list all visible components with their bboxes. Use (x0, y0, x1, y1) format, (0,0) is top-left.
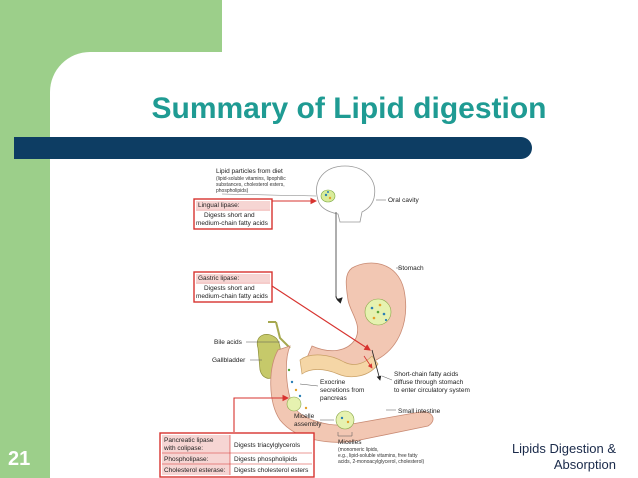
enzyme-row2-action: Digests phospholipids (234, 456, 298, 463)
micelles-line3: acids, 2-monoacylglycerol, cholesterol) (338, 459, 424, 465)
stomach-illustration (305, 262, 407, 370)
micelle-assembly-line2: assembly (294, 421, 322, 428)
short-chain-line3: to enter circulatory system (394, 387, 470, 394)
slide-footer: Lipids Digestion & Absorption (512, 441, 616, 473)
pancreas-illustration (299, 354, 379, 378)
short-chain-line2: diffuse through stomach (394, 379, 464, 386)
exocrine-line1: Exocrine (320, 379, 346, 386)
lipid-particles-line1: (lipid-soluble vitamins, lipophilic (216, 176, 286, 182)
lingual-line1: Digests short and (204, 212, 255, 219)
enzyme-row1-name-line2: with colipase: (163, 445, 203, 452)
gastric-title: Gastric lipase: (198, 275, 239, 282)
lingual-line2: medium-chain fatty acids (196, 220, 269, 227)
slide-card (50, 52, 638, 478)
gastric-arrow (271, 285, 371, 351)
pancreatic-arrow (233, 394, 290, 432)
small-intestine-label: Small intestine (398, 408, 441, 415)
enzyme-row1-action: Digests triacylglycerols (234, 442, 301, 449)
gastric-lipase-box: Gastric lipase: Digests short and medium… (193, 271, 273, 303)
lingual-title: Lingual lipase: (198, 202, 240, 209)
duodenum-lipid-dots (287, 368, 308, 410)
exocrine-line3: pancreas (320, 395, 347, 402)
gastric-line1: Digests short and (204, 285, 255, 292)
micelle-globule (335, 410, 355, 430)
enzyme-row3-name: Cholesterol esterase: (164, 467, 226, 474)
lipid-particles-line3: phospholipids) (216, 188, 249, 194)
gastric-line2: medium-chain fatty acids (196, 293, 269, 300)
micelles-title: Micelles (338, 439, 362, 446)
pancreatic-enzyme-table: Pancreatic lipase with colipase: Digests… (159, 432, 315, 478)
lipid-particles-line2: substances, cholesterol esters, (216, 182, 285, 188)
stomach-label: Stomach (398, 265, 424, 272)
footer-line2: Absorption (553, 457, 616, 472)
enzyme-row3-action: Digests cholesterol esters (234, 467, 309, 474)
micelles-line2: e.g., lipid-soluble vitamins, free fatty (338, 453, 418, 459)
enzyme-row2-name: Phospholipase: (164, 456, 209, 463)
lipid-particles-title: Lipid particles from diet (216, 168, 283, 175)
oral-cavity-label: Oral cavity (388, 197, 419, 204)
footer-line1: Lipids Digestion & (511, 441, 616, 456)
head-illustration (316, 165, 376, 223)
short-chain-line1: Short-chain fatty acids (394, 371, 459, 378)
duodenum-lipid-globule (286, 396, 302, 412)
bile-acids-label: Bile acids (214, 339, 243, 346)
slide-number: 21 (8, 448, 31, 470)
micelle-assembly-line1: Micelle (294, 413, 315, 420)
title-underline-bar (14, 137, 532, 159)
micelles-line1: (monomeric lipids, (338, 447, 379, 453)
lingual-lipase-box: Lingual lipase: Digests short and medium… (193, 198, 273, 230)
enzyme-row1-name-line1: Pancreatic lipase (164, 437, 214, 444)
slide-title: Summary of Lipid digestion (151, 92, 547, 125)
exocrine-line2: secretions from (320, 387, 364, 394)
gallbladder-label: Gallbladder (212, 357, 246, 364)
stomach-lipid-dots (370, 303, 388, 322)
